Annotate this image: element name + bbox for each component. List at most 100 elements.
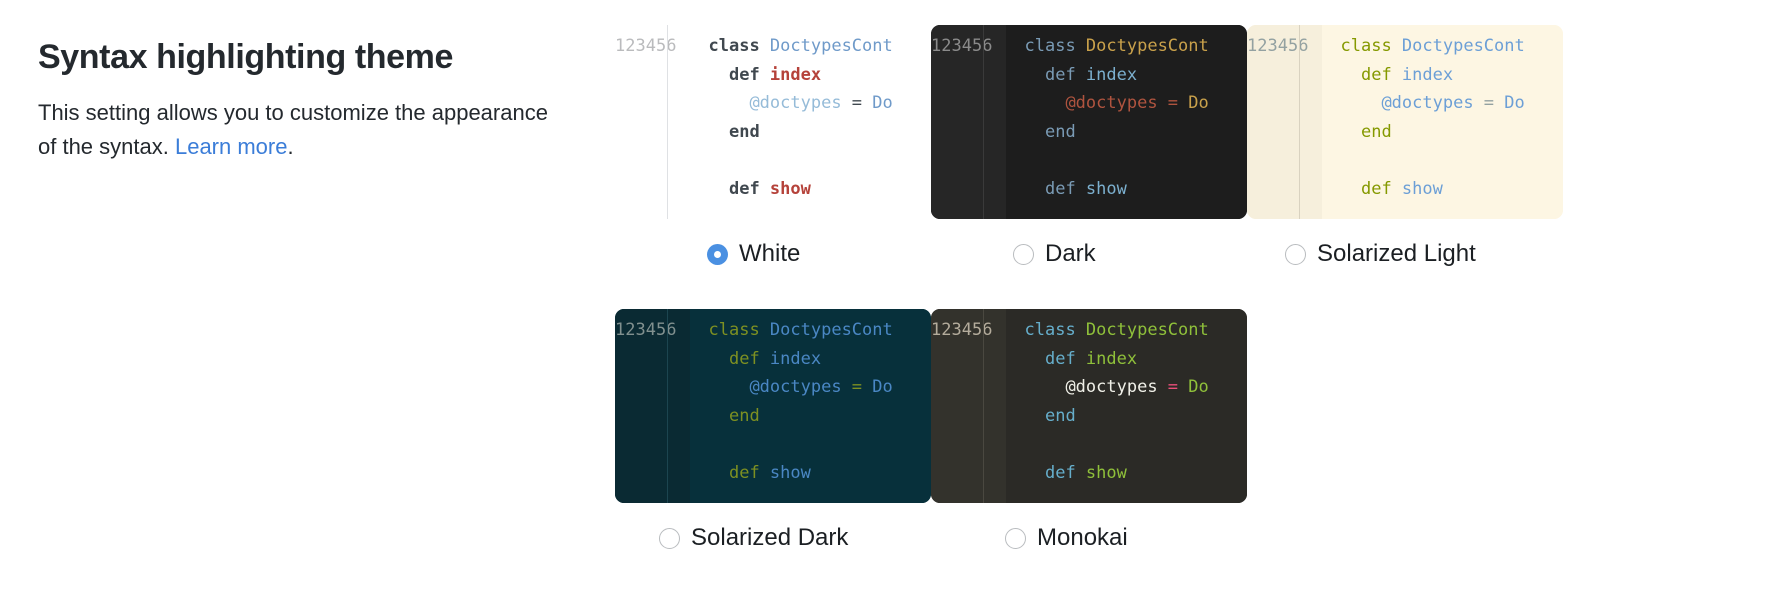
- theme-radio-row-white[interactable]: White: [615, 241, 931, 267]
- theme-label-monokai: Monokai: [1037, 524, 1128, 551]
- line-number: 5: [656, 320, 667, 340]
- theme-label-solarized-light: Solarized Light: [1317, 240, 1476, 267]
- code-token-fn: show: [769, 178, 811, 199]
- gutter-separator: [667, 309, 668, 503]
- radio-button-dark[interactable]: [1013, 243, 1034, 265]
- code-line: def index: [709, 345, 932, 374]
- code-line: @doctypes = Do: [1025, 89, 1248, 118]
- code-line: @doctypes = Do: [1341, 89, 1564, 118]
- code-token-ivar: @doctypes: [708, 93, 842, 114]
- line-number: 2: [1257, 36, 1268, 56]
- code-line: class DoctypesCont: [709, 316, 932, 345]
- line-number: 2: [625, 36, 636, 56]
- line-number: 3: [951, 320, 962, 340]
- line-number: 2: [941, 36, 952, 56]
- code-token-cls: DoctypesCont: [769, 320, 893, 340]
- theme-radio-row-dark[interactable]: Dark: [931, 241, 1247, 267]
- line-number: 5: [1288, 36, 1299, 56]
- code-token-op: =: [841, 377, 873, 398]
- code-line: def show: [1025, 459, 1248, 488]
- code-token-kw: class: [708, 36, 770, 56]
- line-number: 1: [615, 320, 626, 340]
- line-number: 1: [1247, 36, 1258, 56]
- code-line: def show: [1341, 175, 1564, 204]
- code-token-op: =: [1157, 377, 1189, 398]
- code-line: class DoctypesCont: [1341, 32, 1564, 61]
- code-token-ivar: @doctypes: [708, 377, 842, 398]
- code-token-cls: Do: [872, 93, 893, 114]
- radio-button-monokai[interactable]: [1005, 527, 1026, 549]
- code-line: def index: [709, 61, 932, 90]
- code-line: [1341, 146, 1564, 175]
- code-token-fn: show: [769, 462, 811, 483]
- code-token-kw: def: [1024, 178, 1086, 199]
- code-line: @doctypes = Do: [1025, 373, 1248, 402]
- line-number-gutter: 123456: [615, 309, 690, 503]
- theme-radio-row-solarized-dark[interactable]: Solarized Dark: [615, 525, 931, 551]
- code-token-kw: end: [1024, 405, 1076, 426]
- line-number: 4: [961, 36, 972, 56]
- radio-button-solarized-light[interactable]: [1285, 243, 1306, 265]
- code-line: def show: [709, 459, 932, 488]
- code-snippet: class DoctypesCont def index @doctypes =…: [1005, 309, 1248, 503]
- description-text: This setting allows you to customize the…: [38, 100, 548, 159]
- code-token-fn: show: [1401, 178, 1443, 199]
- line-number: 4: [1277, 36, 1288, 56]
- code-preview-solarized-dark[interactable]: 123456 class DoctypesCont def index @doct…: [615, 309, 931, 503]
- gutter-separator: [1299, 25, 1300, 219]
- code-token-kw: def: [1340, 64, 1402, 85]
- code-line: def show: [1025, 175, 1248, 204]
- code-token-cls: Do: [1188, 93, 1209, 114]
- line-number: 3: [951, 36, 962, 56]
- setting-description-block: Syntax highlighting theme This setting a…: [38, 36, 558, 164]
- theme-option-solarized-dark[interactable]: 123456 class DoctypesCont def index @doct…: [615, 309, 931, 551]
- code-snippet: class DoctypesCont def index @doctypes =…: [1321, 25, 1564, 219]
- line-number-gutter: 123456: [931, 309, 1006, 503]
- code-token-cls: Do: [1188, 377, 1209, 398]
- line-number: 5: [972, 36, 983, 56]
- learn-more-link[interactable]: Learn more: [174, 134, 288, 159]
- code-token-kw: def: [708, 462, 770, 483]
- code-line: class DoctypesCont: [709, 32, 932, 61]
- code-token-kw: def: [1024, 462, 1086, 483]
- description-period: .: [287, 134, 294, 159]
- code-token-kw: def: [708, 348, 770, 369]
- line-number: 3: [635, 320, 646, 340]
- code-token-cls: Do: [1504, 93, 1525, 114]
- line-number: 5: [656, 36, 667, 56]
- code-line: def index: [1025, 61, 1248, 90]
- theme-radio-row-monokai[interactable]: Monokai: [931, 525, 1247, 551]
- code-token-cls: DoctypesCont: [769, 36, 893, 56]
- code-token-fn: index: [1085, 64, 1138, 85]
- line-number: 1: [931, 36, 942, 56]
- theme-radio-row-solarized-light[interactable]: Solarized Light: [1247, 241, 1563, 267]
- code-token-kw: def: [708, 64, 770, 85]
- line-number: 6: [1298, 36, 1309, 56]
- theme-label-solarized-dark: Solarized Dark: [691, 524, 849, 551]
- code-line: end: [1025, 402, 1248, 431]
- radio-button-solarized-dark[interactable]: [659, 527, 680, 549]
- code-token-fn: index: [769, 348, 822, 369]
- code-token-op: =: [1473, 93, 1505, 114]
- code-line: def index: [1341, 61, 1564, 90]
- code-token-kw: class: [1024, 320, 1086, 340]
- line-number: 5: [972, 320, 983, 340]
- code-line: end: [709, 118, 932, 147]
- line-number: 4: [645, 320, 656, 340]
- radio-button-white[interactable]: [707, 243, 728, 265]
- code-line: [709, 430, 932, 459]
- code-line: end: [1341, 118, 1564, 147]
- code-token-op: =: [1157, 93, 1189, 114]
- line-number: 6: [982, 320, 993, 340]
